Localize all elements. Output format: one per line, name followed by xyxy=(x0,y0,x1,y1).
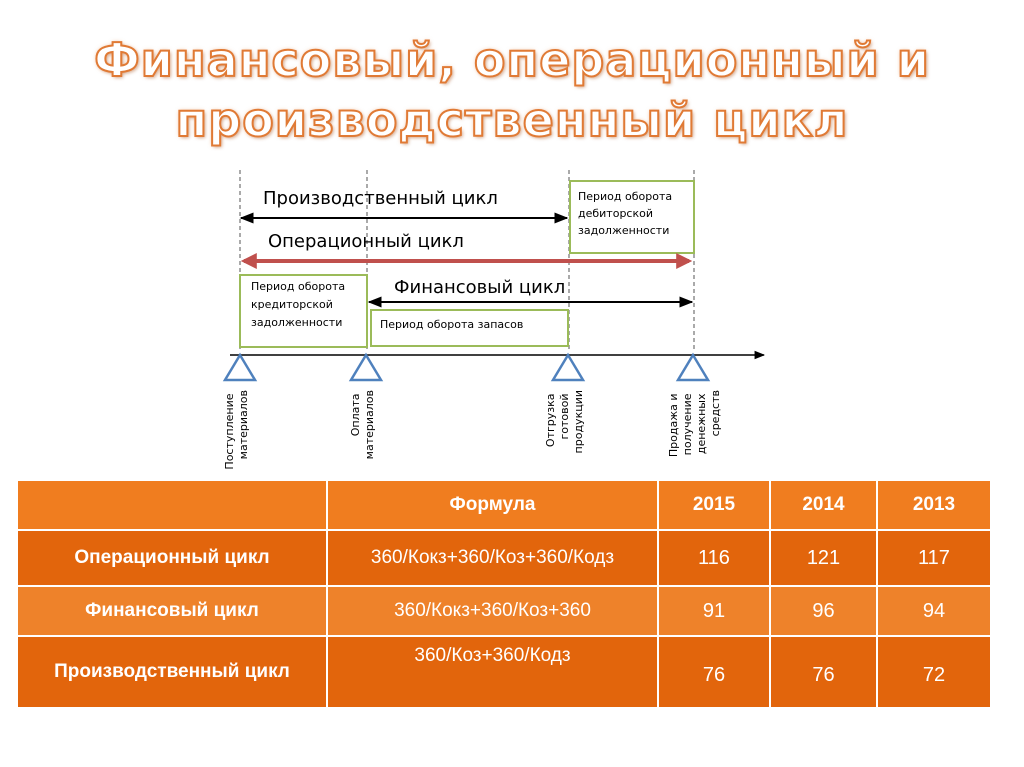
payables-period-box xyxy=(239,274,368,348)
milestone-label-2: Оплата материалов xyxy=(349,390,376,459)
header-2014: 2014 xyxy=(769,479,878,531)
financial-cycle-label: Финансовый цикл xyxy=(394,277,565,298)
row-formula: 360/Кокз+360/Коз+360/Кодз xyxy=(326,529,659,587)
value-2014: 96 xyxy=(769,585,878,637)
inventory-period-label: Период оборота запасов xyxy=(380,318,523,331)
value-2013: 94 xyxy=(876,585,992,637)
milestone-marker-3 xyxy=(550,352,586,382)
value-2014: 121 xyxy=(769,529,878,587)
row-label: Операционный цикл xyxy=(16,529,328,587)
payables-period-line-2: кредиторской xyxy=(251,298,333,311)
milestone-marker-2 xyxy=(348,352,384,382)
cycles-table: Формула 2015 2014 2013 Операционный цикл… xyxy=(16,479,992,709)
milestone-label-3: Отгрузка готовой продукции xyxy=(544,390,585,453)
row-label: Производственный цикл xyxy=(16,635,328,709)
payables-period-line-3: задолженности xyxy=(251,316,342,329)
milestone-label-4-line-3: денежных xyxy=(695,393,708,454)
row-formula: 360/Кокз+360/Коз+360 xyxy=(326,585,659,637)
value-2015: 91 xyxy=(657,585,771,637)
value-2015: 116 xyxy=(657,529,771,587)
payables-period-line-1: Период оборота xyxy=(251,280,345,293)
inventory-period-box xyxy=(370,309,569,347)
milestone-marker-4 xyxy=(675,352,711,382)
row-formula: 360/Коз+360/Кодз xyxy=(326,635,659,709)
title-line-2: производственный цикл xyxy=(174,92,849,148)
table-row: Операционный цикл 360/Кокз+360/Коз+360/К… xyxy=(16,529,992,587)
header-formula: Формула xyxy=(326,479,659,531)
page-title: Финансовый, операционный и производствен… xyxy=(0,30,1024,150)
milestone-label-2-line-1: Оплата xyxy=(349,394,362,437)
header-2013: 2013 xyxy=(876,479,992,531)
value-2013: 72 xyxy=(876,635,992,709)
receivables-period-line-2: дебиторской xyxy=(578,207,653,220)
milestone-marker-1 xyxy=(222,352,258,382)
production-cycle-label: Производственный цикл xyxy=(263,188,498,209)
cycle-timeline-diagram: Производственный цикл Период оборота деб… xyxy=(222,170,766,470)
milestone-label-1-line-2: материалов xyxy=(237,390,250,459)
receivables-period-line-1: Период оборота xyxy=(578,190,672,203)
milestone-label-1: Поступление материалов xyxy=(223,390,250,470)
milestone-label-1-line-1: Поступление xyxy=(223,393,236,469)
milestone-label-4: Продажа и получение денежных средств xyxy=(667,390,722,457)
header-empty xyxy=(16,479,328,531)
milestone-label-4-line-4: средств xyxy=(709,390,722,436)
row-label: Финансовый цикл xyxy=(16,585,328,637)
milestone-label-4-line-2: получение xyxy=(681,393,694,455)
header-2015: 2015 xyxy=(657,479,771,531)
value-2014: 76 xyxy=(769,635,878,709)
value-2013: 117 xyxy=(876,529,992,587)
milestone-label-4-line-1: Продажа и xyxy=(667,394,680,458)
milestone-label-3-line-1: Отгрузка xyxy=(544,394,557,448)
table-header-row: Формула 2015 2014 2013 xyxy=(16,479,992,531)
operating-cycle-label: Операционный цикл xyxy=(268,231,464,252)
title-line-1: Финансовый, операционный и xyxy=(93,32,930,88)
value-2015: 76 xyxy=(657,635,771,709)
receivables-period-line-3: задолженности xyxy=(578,224,669,237)
table-row: Производственный цикл 360/Коз+360/Кодз 7… xyxy=(16,635,992,709)
milestone-label-3-line-2: готовой xyxy=(558,394,571,440)
milestone-label-3-line-3: продукции xyxy=(572,390,585,453)
table-row: Финансовый цикл 360/Кокз+360/Коз+360 91 … xyxy=(16,585,992,637)
milestone-label-2-line-2: материалов xyxy=(363,390,376,459)
